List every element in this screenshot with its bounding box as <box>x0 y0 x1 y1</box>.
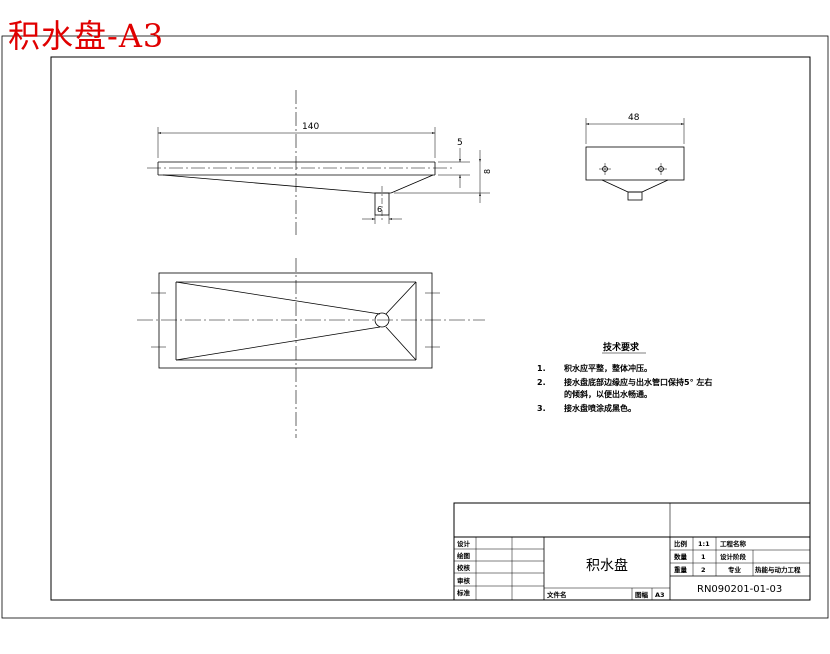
top-view <box>137 258 485 438</box>
overlay-title: 积水盘-A3 <box>8 17 165 55</box>
dim-depth-label: 8 <box>483 169 492 174</box>
file-label: 文件名 <box>546 590 567 599</box>
dim-edge-height-label: 5 <box>457 138 463 148</box>
role-drawing: 绘图 <box>457 551 471 560</box>
dim-length-label: 140 <box>302 122 319 132</box>
note-1-number: 1. <box>537 364 546 373</box>
dim-width-label: 48 <box>628 113 640 123</box>
scale-value: 1:1 <box>698 540 710 548</box>
major-value: 热能与动力工程 <box>755 565 801 574</box>
technical-notes: 技术要求 1. 积水应平整，整体冲压。 2. 接水盘底部边缘应与出水管口保持5°… <box>537 341 712 413</box>
note-1-text: 积水应平整，整体冲压。 <box>564 363 652 373</box>
front-dimensions <box>157 127 490 224</box>
process-label: 工程名称 <box>720 539 747 548</box>
major-label: 专业 <box>728 565 742 574</box>
drawing-size-label: 图幅 <box>635 590 649 599</box>
sheet-size: A3 <box>655 591 665 599</box>
note-3-number: 3. <box>537 404 546 413</box>
note-3-text: 接水盘喷涂成黑色。 <box>564 403 636 413</box>
part-name: 积水盘 <box>586 557 628 574</box>
stage-label: 设计阶段 <box>720 552 747 561</box>
side-view <box>585 146 685 201</box>
title-block <box>453 502 811 601</box>
dim-outlet-label: 6 <box>377 205 382 214</box>
front-view <box>147 90 452 235</box>
outer-border <box>1 35 829 619</box>
role-standard: 标准 <box>456 588 471 597</box>
role-design: 设计 <box>457 539 471 548</box>
notes-heading: 技术要求 <box>603 341 640 353</box>
weight-value: 2 <box>701 566 706 574</box>
scale-label: 比例 <box>674 539 688 548</box>
quantity-value: 1 <box>701 553 706 561</box>
role-check: 校核 <box>457 563 471 572</box>
weight-label: 重量 <box>674 565 688 574</box>
quantity-label: 数量 <box>674 552 688 561</box>
drawing-number: RN090201-01-03 <box>697 584 782 595</box>
inner-frame <box>50 56 811 601</box>
note-2-text-line1: 接水盘底部边缘应与出水管口保持5° 左右 <box>564 377 712 387</box>
role-review: 审核 <box>457 576 471 585</box>
note-2-text-line2: 的倾斜，以便出水畅通。 <box>564 389 652 399</box>
side-dimensions <box>585 118 685 144</box>
note-2-number: 2. <box>537 378 546 387</box>
